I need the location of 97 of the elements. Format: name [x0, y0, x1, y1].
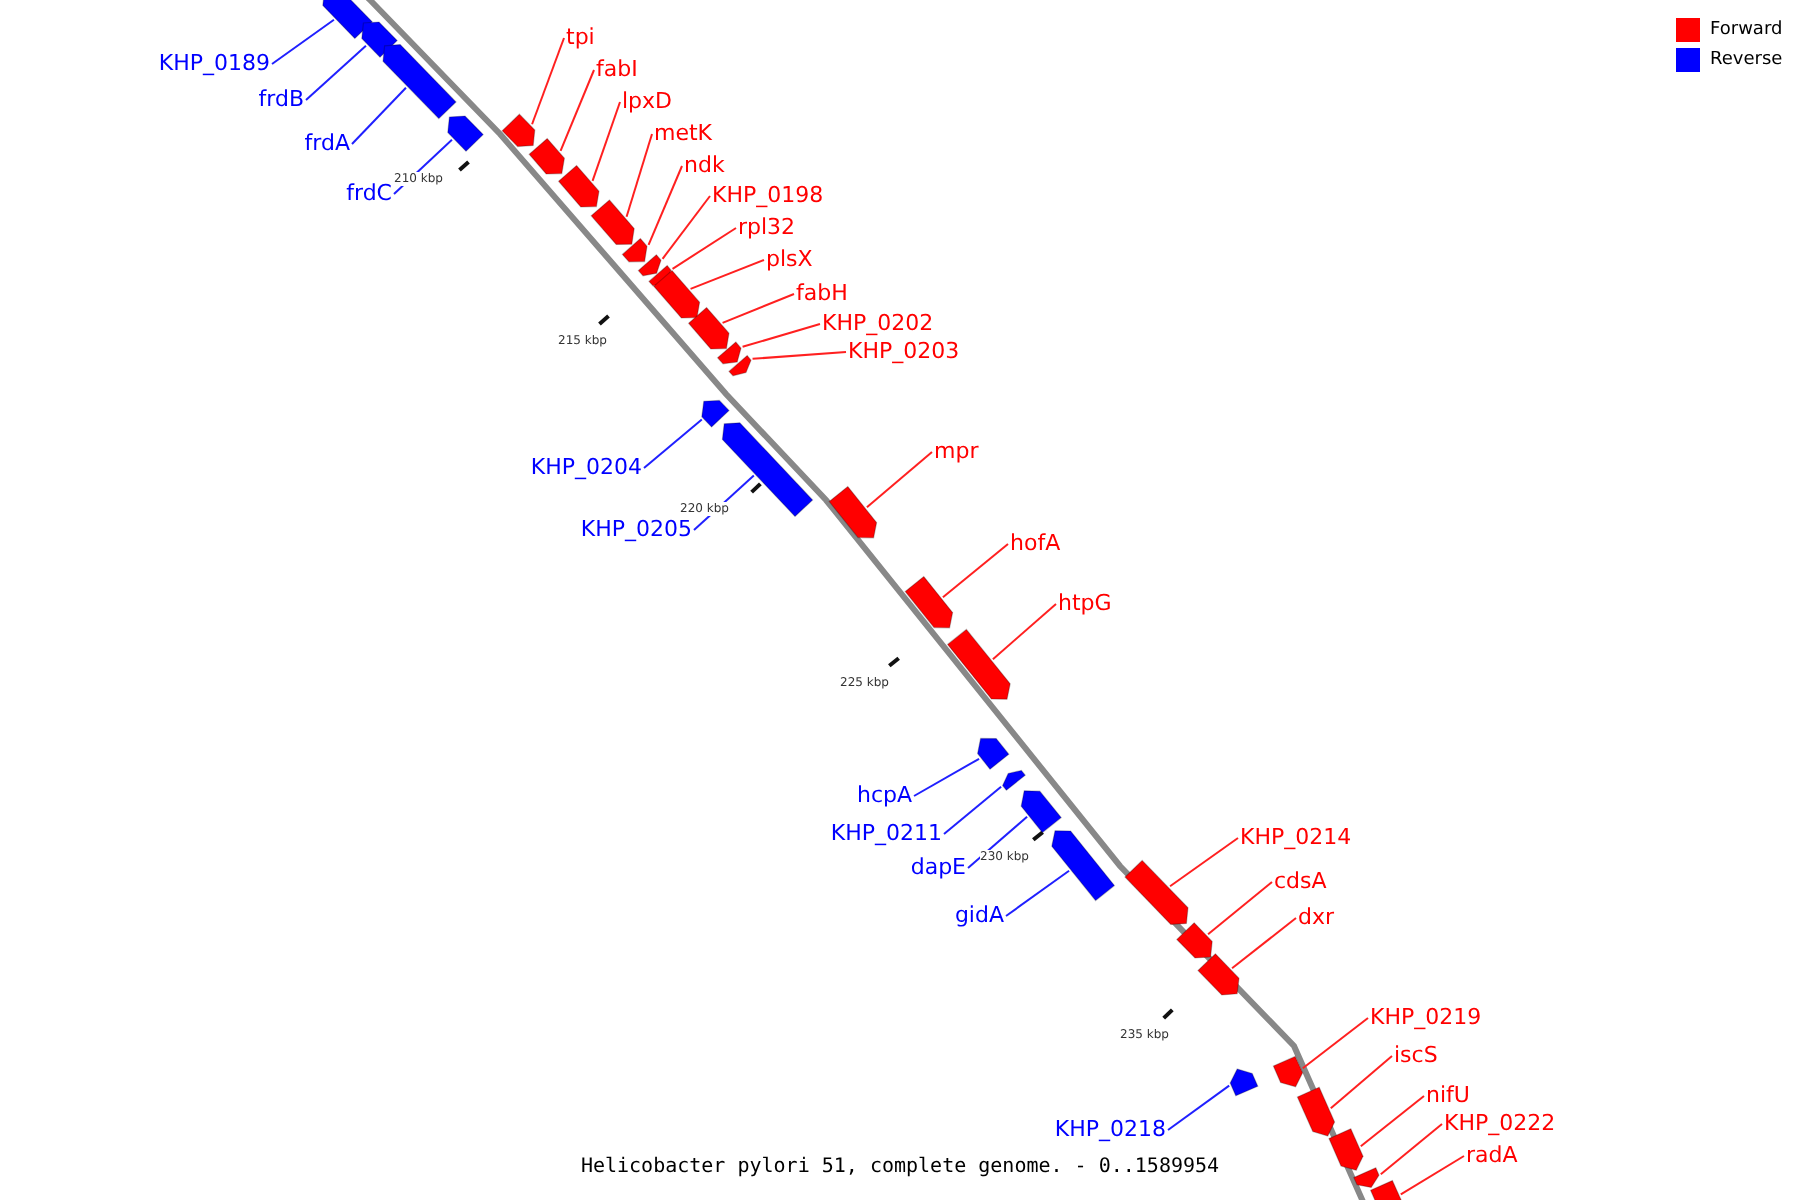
gene-feature [501, 113, 536, 148]
gene-label: KHP_0214 [1240, 824, 1352, 850]
gene-feature [557, 164, 600, 208]
gene-feature [1001, 769, 1027, 792]
leader-line [271, 18, 335, 65]
gene-feature [701, 399, 730, 428]
gene-label: dapE [910, 854, 966, 880]
gene-feature [1353, 1167, 1380, 1189]
leader-line [967, 815, 1029, 869]
gene-label: KHP_0211 [830, 820, 942, 846]
gene-label: dxr [1298, 904, 1335, 930]
gene-label: KHP_0198 [712, 182, 824, 208]
gene-feature [1197, 952, 1240, 996]
gene-label: KHP_0189 [158, 50, 270, 76]
gene-label: plsX [766, 246, 813, 272]
gene-feature [716, 341, 742, 365]
leader-line [531, 37, 565, 126]
leader-line [643, 418, 703, 469]
gene-feature [322, 0, 374, 40]
gene-label: KHP_0203 [848, 338, 960, 364]
gene-feature [1328, 1128, 1364, 1171]
gene-feature [1124, 859, 1189, 925]
gene-feature [637, 253, 662, 277]
leader-line [1167, 1084, 1231, 1131]
gene-label: KHP_0204 [530, 454, 642, 480]
gene-feature [904, 575, 954, 629]
leader-line [721, 293, 795, 324]
leader-line [741, 323, 821, 348]
gene-label: nifU [1426, 1082, 1470, 1108]
gene-feature [382, 44, 457, 120]
gene-label: ndk [684, 152, 725, 178]
gene-feature [652, 269, 701, 319]
leader-line [625, 133, 653, 218]
gene-feature [1051, 830, 1116, 902]
leader-line [1207, 881, 1273, 936]
gene-feature [1020, 790, 1063, 834]
gene-label: frdB [258, 86, 304, 112]
leader-line [1231, 917, 1297, 970]
leader-line [351, 86, 407, 145]
gene-label: lpxD [622, 88, 673, 114]
leader-line [591, 101, 621, 182]
gene-feature [1296, 1086, 1336, 1137]
leader-line [941, 543, 1009, 599]
gene-label: hofA [1010, 530, 1061, 556]
gene-feature [528, 137, 566, 175]
gene-label: fabH [796, 280, 848, 306]
gene-label: cdsA [1274, 868, 1327, 894]
leader-line [647, 165, 683, 246]
gene-label: fabI [596, 56, 638, 82]
leader-line [865, 451, 933, 509]
leader-line [913, 757, 981, 797]
gene-label: frdC [346, 180, 392, 206]
leader-line [943, 785, 1003, 835]
gene-label: mpr [934, 438, 979, 464]
gene-label: KHP_0202 [822, 310, 934, 336]
gene-label: htpG [1058, 590, 1112, 616]
gene-label: radA [1466, 1142, 1518, 1168]
leader-line [559, 69, 595, 152]
gene-label: KHP_0219 [1370, 1004, 1482, 1030]
leader-line [1399, 1155, 1465, 1196]
gene-label: frdA [304, 130, 350, 156]
leader-line [991, 603, 1057, 661]
leader-line [1005, 869, 1071, 917]
gene-label: hcpA [856, 782, 912, 808]
gene-feature [447, 115, 485, 153]
legend-label: Forward [1710, 19, 1783, 41]
gene-feature [946, 628, 1011, 700]
gene-feature [590, 199, 635, 245]
gene-label: metK [654, 120, 713, 146]
gene-feature [1175, 921, 1213, 959]
gene-feature [828, 485, 878, 539]
gene-feature [976, 737, 1010, 771]
legend-label: Reverse [1710, 49, 1783, 71]
gene-feature [361, 21, 399, 59]
leader-line [661, 195, 711, 260]
gene-label: KHP_0218 [1054, 1116, 1166, 1142]
leader-line [305, 44, 367, 101]
gene-feature [1229, 1068, 1259, 1097]
gene-label: KHP_0205 [580, 516, 692, 542]
gene-label: rpl32 [738, 214, 796, 240]
gene-feature [687, 306, 730, 350]
leader-line [671, 227, 737, 270]
gene-label: KHP_0222 [1444, 1110, 1556, 1136]
leader-line [1169, 837, 1239, 888]
gene-feature [1272, 1055, 1304, 1088]
gene-feature [621, 237, 648, 263]
gene-label: iscS [1394, 1042, 1438, 1068]
leader-line [689, 259, 765, 290]
leader-line [1359, 1095, 1425, 1148]
leader-line [1301, 1017, 1369, 1070]
gene-feature [728, 354, 752, 377]
gene-label: gidA [954, 902, 1004, 928]
leader-line [1379, 1123, 1443, 1176]
gene-feature [1369, 1179, 1403, 1200]
leader-line [751, 351, 847, 360]
leader-line [1329, 1055, 1393, 1110]
gene-label: tpi [566, 24, 595, 50]
